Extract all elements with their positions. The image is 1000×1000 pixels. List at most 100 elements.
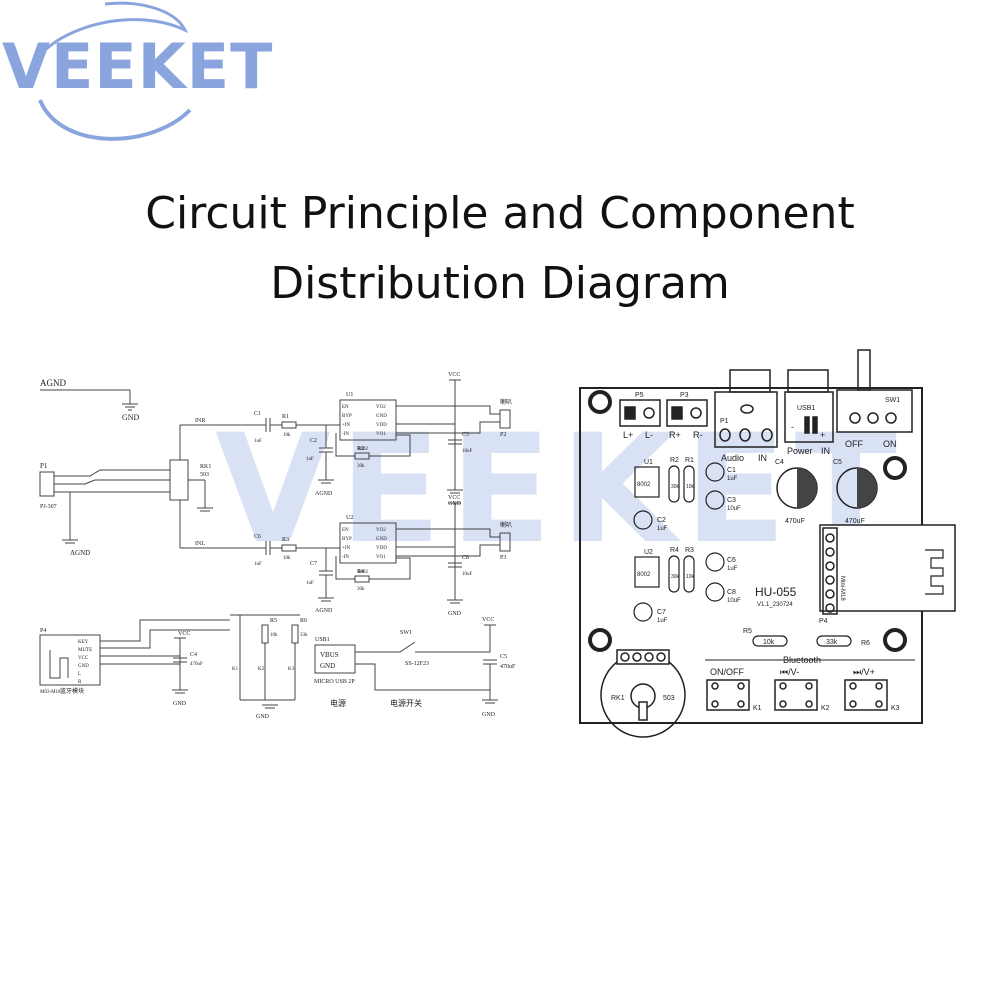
channel-2-components: U2 8002 R4 R3 30k 10k C6 1uF C8 10uF C7 … [633,547,741,624]
pcb-label-k3: K3 [891,705,900,712]
label-r2: R2 [357,446,364,452]
volume-potentiometer: RK1 503 [600,649,686,738]
usb-connector: USB1 - + Power IN [784,369,834,456]
net-inl: INL [195,541,205,547]
label-usb: USB1 [315,637,330,643]
u2-part: 8002 [358,570,369,575]
label-agnd-u1: AGND [315,491,333,497]
pcb-label-bluetooth: Bluetooth [783,655,821,665]
u1-pin-nin: -IN [342,432,349,437]
label-c8: C8 [462,555,469,561]
pcb-c7-val: 1uF [657,618,668,624]
pcb-label-usb1: USB1 [797,405,815,412]
pcb-r6-val: 33k [826,639,838,646]
label-spk-2: 喇叭 [500,521,512,529]
label-sw1: SW1 [400,630,412,636]
label-sw-part: SS-12F23 [405,661,429,667]
label-c7-val: 1uF [306,581,314,586]
label-r3-val: 10k [283,556,291,561]
label-c7: C7 [310,561,317,567]
pcb-label-p4: P4 [819,618,828,625]
u1-pin-vdd: VDD [376,423,387,428]
pcb-label-c4: C4 [775,459,784,466]
u1-pin-vo2: VO2 [376,405,386,410]
logo-text: VEEKET [2,30,274,103]
speaker-terminals: P5 P3 L+ L- R+ R- [619,392,708,440]
usb-pin-gnd: GND [320,662,335,670]
label-vcc-c5: VCC [482,617,494,623]
pcb-label-rminus: R- [693,430,703,440]
label-bt-module: 蓝牙模块 [60,687,84,695]
circuit-schematic: AGND GND P1 PJ-307 AGND RK1 503 [39,372,516,720]
label-c3: C3 [462,432,469,438]
pcb-layout: P5 P3 L+ L- R+ R- P1 Audio IN [579,349,956,738]
pcb-u2-chip: 8002 [637,572,651,578]
pcb-label-audio-in: IN [758,453,767,463]
pcb-label-u2: U2 [644,549,653,556]
pcb-label-rplus: R+ [669,430,681,440]
pcb-label-k1: K1 [753,705,762,712]
label-c5: C5 [500,654,507,660]
label-p1: P1 [40,462,48,470]
pcb-c3-val: 10uF [727,506,741,512]
pcb-label-r4: R4 [670,547,679,554]
label-r3: R3 [282,537,289,543]
pcb-c2-val: 1uF [657,526,668,532]
label-k1: K1 [232,667,239,672]
pcb-label-c2: C2 [657,517,666,524]
bt-pin-l: L [78,672,81,677]
pcb-u1-chip: 8002 [637,482,651,488]
pcb-label-lminus: L- [645,430,653,440]
label-r1: R1 [282,414,289,420]
pcb-label-next: ⏭/V+ [853,667,875,677]
brand-logo: VEEKET [0,0,300,150]
pcb-label-rk1: RK1 [611,695,625,702]
usb-power-symbol: USB1 VBUS GND MICRO USB 2P 电源 SW1 SS-12F… [314,617,516,718]
pcb-c1-val: 1uF [727,476,738,482]
label-agnd-u2: AGND [315,608,333,614]
label-c4-val: 470uF [190,662,203,667]
pcb-usb-plus: + [820,430,825,440]
pcb-rk1-val: 503 [663,695,675,702]
channel-1-components: U1 8002 R2 R1 30k 10k C1 1uF C3 10uF C2 … [633,457,741,532]
bluetooth-buttons: Bluetooth ON/OFF ⏮/V- ⏭/V+ K1 K2 K3 [705,655,915,712]
label-c2: C2 [310,438,317,444]
page-title-line-2: Distribution Diagram [270,258,730,309]
pcb-label-off: OFF [845,439,863,449]
pcb-label-r1: R1 [685,457,694,464]
u2-pin-vdd: VDD [376,546,387,551]
label-c1: C1 [254,411,261,417]
label-c8-val: 10uF [462,572,473,577]
label-gnd-u2: GND [448,611,462,617]
label-gnd-top: GND [122,413,140,422]
label-p2: P2 [500,432,506,438]
label-rk1: RK1 [200,464,211,470]
mounting-holes [588,390,907,652]
label-gnd-c5: GND [482,712,496,718]
pcb-label-p5: P5 [635,392,644,399]
pcb-r3-val: 10k [686,574,695,580]
pcb-version: V1.1_230724 [757,602,793,608]
label-spk-1: 喇叭 [500,398,512,406]
u2-pin-vo2: VO2 [376,528,386,533]
label-c6-val: 1uF [254,562,262,567]
label-gnd-k: GND [256,714,270,720]
pcb-label-c6: C6 [727,557,736,564]
pcb-label-k2: K2 [821,705,830,712]
amplifier-channel-2: C6 1uF R3 10k U2 EN BYP +IN -IN VO2 GND … [254,495,512,617]
bt-pin-mute: MUTE [78,648,92,653]
pcb-label-module: Mini-M18 [839,576,845,601]
u1-pin-vo1: VO1 [376,432,386,437]
bulk-capacitors: C4 470uF C5 470uF [775,459,878,525]
label-c3-val: 10uF [462,449,473,454]
net-inr: INR [195,418,205,424]
pcb-label-u1: U1 [644,459,653,466]
label-c1-val: 1uF [254,439,262,444]
label-vcc-u2: VCC [448,495,460,501]
u2-pin-gnd: GND [376,537,387,542]
pcb-r2-val: 30k [671,484,680,490]
label-agnd: AGND [40,378,66,388]
label-r6: R6 [300,618,307,624]
u1-part: 8002 [358,447,369,452]
usb-pin-vbus: VBUS [320,651,339,659]
